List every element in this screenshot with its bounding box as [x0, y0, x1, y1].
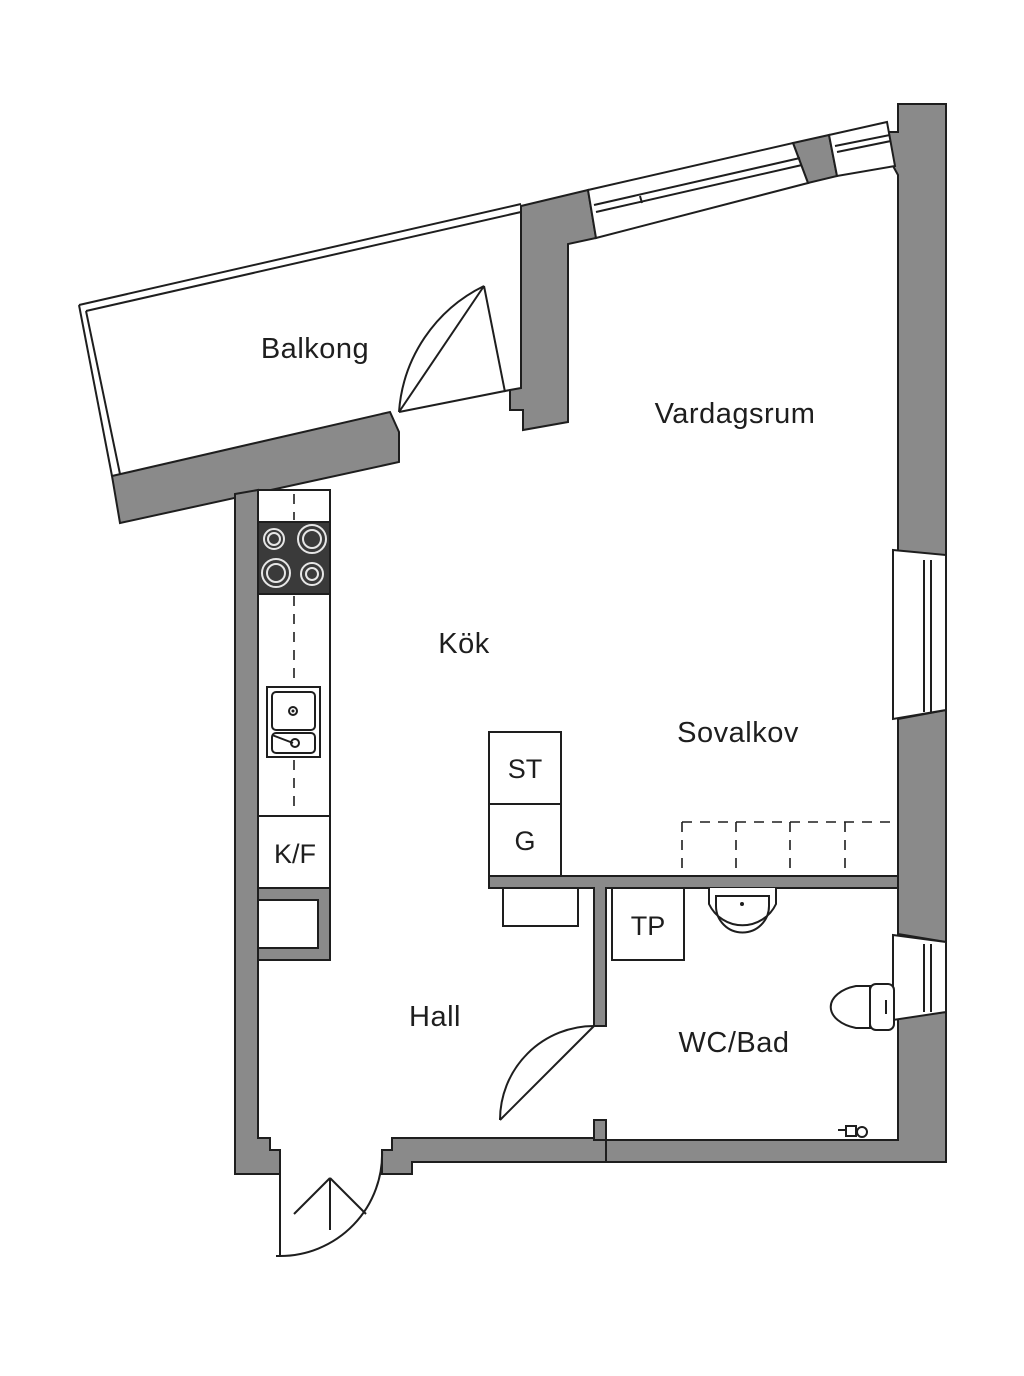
toilet-icon [829, 983, 895, 1031]
entrance-door [276, 1149, 384, 1257]
washbasin-icon [708, 888, 777, 934]
room-label-kok: Kök [438, 628, 489, 660]
room-label-vardagsrum: Vardagsrum [655, 398, 816, 430]
top-wall-pier-left [509, 188, 598, 432]
right-wall-middle [897, 708, 947, 944]
valve-icon [838, 1125, 868, 1138]
top-windows [586, 120, 897, 240]
fixture-labels: ST G K/F TP [274, 754, 665, 941]
wardrobe-outline [681, 821, 890, 876]
kitchen-cabinet-wall [257, 887, 331, 961]
room-label-hall: Hall [409, 1001, 461, 1033]
fixture-label-tp: TP [631, 911, 666, 941]
bathroom-fixtures [499, 887, 895, 1138]
sink-icon [266, 686, 321, 758]
kitchen-counter [257, 489, 331, 889]
room-labels: Balkong Vardagsrum Kök Sovalkov Hall WC/… [261, 333, 816, 1059]
stove-burners [261, 524, 327, 588]
bottom-wall-entrance-right [381, 1137, 607, 1175]
room-label-wc-bad: WC/Bad [679, 1027, 790, 1059]
right-wall-upper [886, 103, 947, 556]
balcony [78, 203, 522, 477]
balcony-bottom-wall [110, 410, 400, 525]
utility-units [488, 731, 579, 927]
fixture-label-kf: K/F [274, 839, 316, 869]
bath-door-stub [593, 1119, 607, 1141]
room-label-sovalkov: Sovalkov [677, 717, 799, 749]
room-label-balkong: Balkong [261, 333, 369, 365]
right-windows [892, 548, 947, 1022]
walls [110, 103, 947, 1175]
fixture-label-g: G [514, 826, 535, 856]
fixture-label-st: ST [508, 754, 543, 784]
